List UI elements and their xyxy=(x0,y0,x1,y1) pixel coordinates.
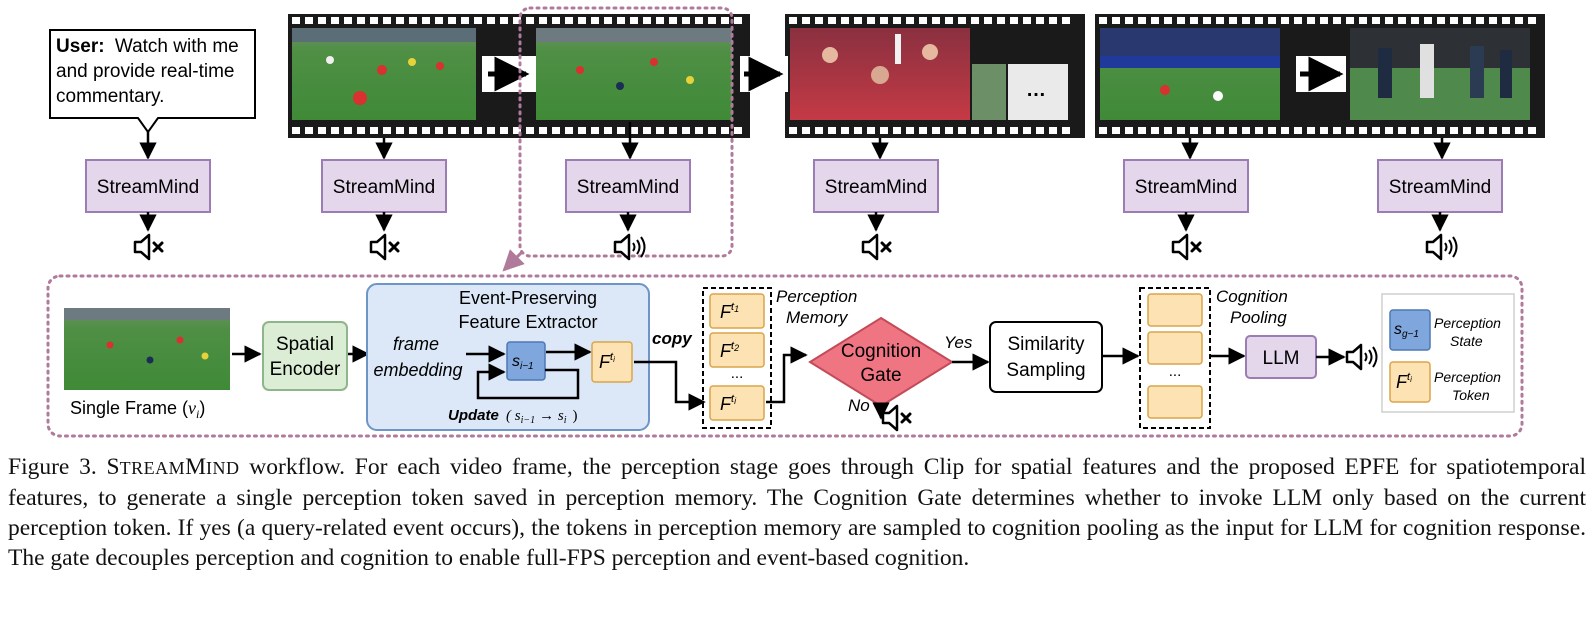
svg-text:StreamMind: StreamMind xyxy=(825,177,927,198)
svg-text:sg−1: sg−1 xyxy=(1394,321,1419,340)
epfe-title-2: Feature Extractor xyxy=(458,312,597,332)
cognition-pooling-label-1: Cognition xyxy=(1216,287,1288,306)
single-frame-image xyxy=(64,308,230,390)
yes-label: Yes xyxy=(944,333,973,352)
svg-text:StreamMind: StreamMind xyxy=(1389,177,1491,198)
user-speech-bubble: User: Watch with me and provide real-tim… xyxy=(49,29,256,134)
epfe-region: Event-Preserving Feature Extractor frame… xyxy=(366,283,650,431)
svg-text:Fti: Fti xyxy=(720,393,737,414)
svg-text:Perception: Perception xyxy=(1434,369,1501,385)
cognition-pooling: ... xyxy=(1139,287,1211,429)
perception-memory-label-1: Perception xyxy=(776,287,857,306)
speaker-icon-1 xyxy=(133,233,164,261)
streammind-box-6: StreamMind xyxy=(1377,159,1503,213)
perception-state-box xyxy=(506,341,546,381)
speaker-icon-4 xyxy=(861,233,892,261)
speaker-icon-3 xyxy=(613,233,646,261)
svg-text:Token: Token xyxy=(1452,387,1490,403)
copy-label: copy xyxy=(652,329,693,348)
caption-method-name: STREAMMIND xyxy=(106,454,240,480)
video-frame-ellipsis: … xyxy=(972,64,1068,120)
svg-text:StreamMind: StreamMind xyxy=(97,177,199,198)
frame-embedding-1: frame xyxy=(393,334,439,354)
video-frame-2 xyxy=(536,28,732,120)
no-label: No xyxy=(848,396,870,415)
svg-text:StreamMind: StreamMind xyxy=(333,177,435,198)
svg-text:...: ... xyxy=(1169,363,1182,380)
llm-speaker-icon xyxy=(1345,343,1378,371)
svg-text:Spatial: Spatial xyxy=(276,334,334,355)
svg-text:si−1: si−1 xyxy=(512,353,534,372)
svg-text:...: ... xyxy=(731,365,744,382)
perception-memory-label-2: Memory xyxy=(786,308,849,327)
perception-memory: Ft1 Ft2 ... Fti xyxy=(702,287,772,429)
spatial-encoder-box: Spatial Encoder xyxy=(262,321,348,391)
speaker-icon-6 xyxy=(1425,233,1458,261)
ellipsis-text: … xyxy=(1026,79,1046,101)
film-strip: … xyxy=(288,14,1545,138)
svg-text:Cognition: Cognition xyxy=(841,341,921,362)
streammind-box-2: StreamMind xyxy=(321,159,447,213)
svg-text:StreamMind: StreamMind xyxy=(577,177,679,198)
figure-caption: Figure 3. STREAMMIND workflow. For each … xyxy=(8,452,1586,573)
cognition-gate: Cognition Gate xyxy=(808,316,954,408)
svg-text:LLM: LLM xyxy=(1263,348,1300,369)
update-label: Update ( si−1→ si) xyxy=(448,407,578,426)
epfe-title-1: Event-Preserving xyxy=(459,288,597,308)
user-text-line-2: and provide real-time xyxy=(56,61,234,82)
llm-box: LLM xyxy=(1245,335,1317,379)
streammind-box-1: StreamMind xyxy=(85,159,211,213)
gate-no-speaker-icon xyxy=(881,404,912,432)
video-frame-3 xyxy=(790,28,970,120)
cognition-pooling-label-2: Pooling xyxy=(1230,308,1287,327)
user-label: User: xyxy=(56,36,105,57)
perception-token-box xyxy=(591,341,633,383)
speaker-icon-5 xyxy=(1171,233,1202,261)
svg-text:StreamMind: StreamMind xyxy=(1135,177,1237,198)
streammind-box-3: StreamMind xyxy=(565,159,691,213)
svg-text:Encoder: Encoder xyxy=(270,359,341,380)
frame-embedding-2: embedding xyxy=(373,360,462,380)
video-frame-1 xyxy=(292,28,476,120)
svg-text:User: Watch with me: User: Watch with me xyxy=(56,36,239,57)
streammind-box-4: StreamMind xyxy=(813,159,939,213)
caption-prefix: Figure 3. xyxy=(8,454,97,480)
svg-text:Sampling: Sampling xyxy=(1006,360,1085,381)
streammind-box-5: StreamMind xyxy=(1123,159,1249,213)
svg-text:State: State xyxy=(1450,333,1483,349)
video-frame-6 xyxy=(1350,28,1530,120)
pipeline-frame xyxy=(46,274,1524,438)
user-text-line-1: Watch with me xyxy=(115,36,239,57)
user-text-line-3: commentary. xyxy=(56,86,164,107)
speaker-icon-2 xyxy=(369,233,400,261)
svg-text:Similarity: Similarity xyxy=(1007,334,1085,355)
svg-text:Fti: Fti xyxy=(599,351,615,372)
svg-text:Perception: Perception xyxy=(1434,315,1501,331)
single-frame-label: Single Frame (vi) xyxy=(70,398,205,421)
legend: sg−1 Perception State Fti Perception Tok… xyxy=(1381,293,1515,413)
similarity-sampling-box: Similarity Sampling xyxy=(989,321,1103,393)
svg-text:Ft1: Ft1 xyxy=(720,301,739,322)
svg-text:Ft2: Ft2 xyxy=(720,340,739,361)
svg-text:Fti: Fti xyxy=(1396,371,1412,392)
caption-text: workflow. For each video frame, the perc… xyxy=(8,454,1586,571)
video-frame-5 xyxy=(1100,28,1280,120)
focus-arrow xyxy=(502,249,525,272)
svg-text:Gate: Gate xyxy=(860,365,901,386)
